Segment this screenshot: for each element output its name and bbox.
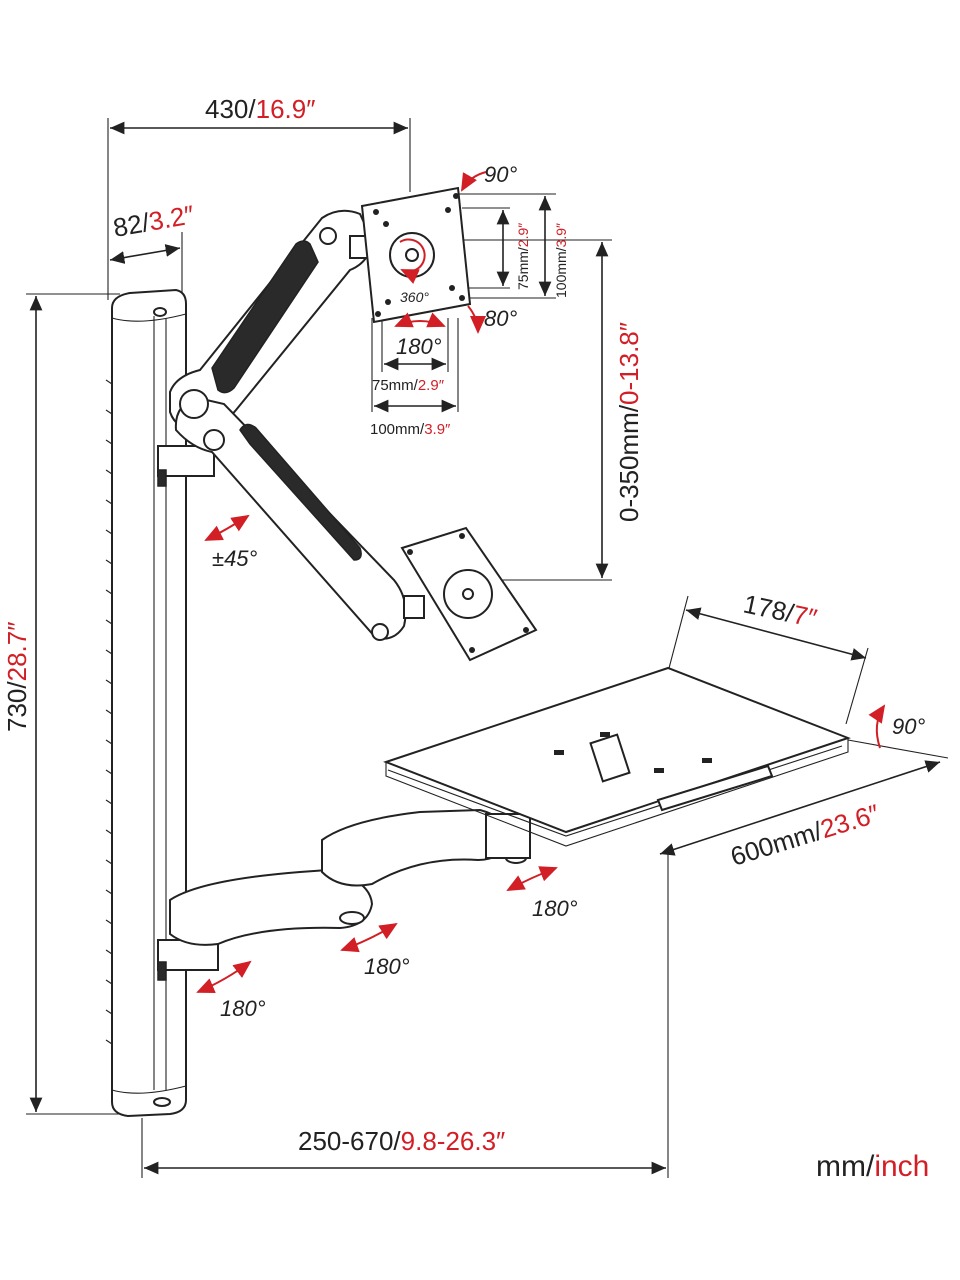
angle-labels: 90° 80° 360° 180° ±45° 90° 180° 180° 180… bbox=[212, 162, 925, 1021]
svg-text:0-350mm/0-13.8″: 0-350mm/0-13.8″ bbox=[614, 322, 644, 522]
dimension-vesa-vertical: 75mm/2.9″ 100mm/3.9″ bbox=[458, 193, 569, 299]
tray-arm bbox=[157, 808, 531, 981]
angle-tray-tilt: 90° bbox=[892, 714, 925, 739]
angle-arm-tilt: ±45° bbox=[212, 546, 258, 571]
angle-swivel-head: 180° bbox=[396, 334, 442, 359]
svg-text:75mm/2.9″: 75mm/2.9″ bbox=[515, 223, 531, 290]
angle-rotation: 360° bbox=[400, 289, 429, 305]
pole-slots bbox=[105, 379, 113, 1045]
angle-tilt-down: 80° bbox=[484, 306, 517, 331]
angle-swivel-base: 180° bbox=[220, 996, 266, 1021]
dimension-top-width: 430/16.9″ bbox=[107, 94, 411, 300]
dimension-pole-depth: 82/3.2″ bbox=[109, 199, 196, 296]
dimension-reach: 250-670/9.8-26.3″ bbox=[141, 850, 669, 1178]
keyboard-tray bbox=[383, 666, 851, 847]
angle-tilt-up: 90° bbox=[484, 162, 517, 187]
vesa-plate-upper bbox=[360, 186, 472, 324]
svg-text:178/7″: 178/7″ bbox=[741, 589, 820, 634]
svg-text:600mm/23.6″: 600mm/23.6″ bbox=[727, 798, 883, 872]
angle-swivel-tray: 180° bbox=[532, 896, 578, 921]
svg-text:82/3.2″: 82/3.2″ bbox=[111, 199, 196, 243]
svg-text:730/28.7″: 730/28.7″ bbox=[2, 622, 32, 732]
svg-text:430/16.9″: 430/16.9″ bbox=[205, 94, 315, 124]
angle-arrows bbox=[196, 171, 886, 994]
dimension-height: 730/28.7″ bbox=[2, 293, 120, 1115]
wall-pole bbox=[105, 288, 187, 1118]
monitor-arm bbox=[157, 209, 425, 641]
vesa-plate-lower bbox=[400, 526, 538, 662]
svg-text:100mm/3.9″: 100mm/3.9″ bbox=[370, 421, 451, 438]
svg-text:100mm/3.9″: 100mm/3.9″ bbox=[553, 223, 569, 298]
dimension-vesa-horizontal: 75mm/2.9″ 100mm/3.9″ bbox=[370, 318, 459, 438]
svg-text:250-670/9.8-26.3″: 250-670/9.8-26.3″ bbox=[298, 1126, 505, 1156]
svg-text:75mm/2.9″: 75mm/2.9″ bbox=[372, 377, 445, 394]
dimension-vertical-travel: 0-350mm/0-13.8″ bbox=[462, 239, 644, 581]
units-legend: mm/inch bbox=[816, 1150, 929, 1183]
angle-swivel-mid: 180° bbox=[364, 954, 410, 979]
